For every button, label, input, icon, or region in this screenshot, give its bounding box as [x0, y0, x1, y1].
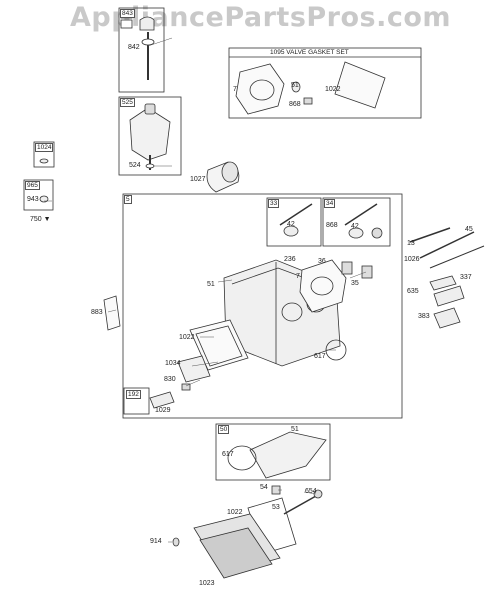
label-236: 236 [284, 256, 296, 263]
label-45: 45 [465, 226, 473, 233]
label-524: 524 [129, 162, 141, 169]
label-1023: 1023 [199, 580, 215, 587]
label-617-head: 617 [314, 353, 326, 360]
part-965-box [23, 179, 54, 211]
label-53: 53 [272, 504, 280, 511]
label-617-intake: 617 [222, 451, 234, 458]
label-1022-cover: 1022 [227, 509, 243, 516]
label-33: 33 [268, 199, 280, 208]
label-965: 965 [25, 181, 40, 190]
part-1024-box [33, 141, 55, 168]
label-868-b: 868 [326, 222, 338, 229]
label-42-b: 42 [351, 223, 359, 230]
label-843: 843 [120, 9, 135, 18]
label-51-head: 51 [207, 281, 215, 288]
label-525: 525 [120, 98, 135, 107]
drop-marker-icon: ▼ [43, 216, 51, 223]
label-51-intake: 51 [291, 426, 299, 433]
label-1027: 1027 [190, 176, 206, 183]
label-5: 5 [124, 195, 132, 204]
label-750-text: 750 [30, 216, 42, 223]
label-750: 750 ▼ [30, 216, 51, 224]
label-35: 35 [351, 280, 359, 287]
label-914: 914 [150, 538, 162, 545]
label-7-kit: 7 [233, 86, 237, 93]
dipstick-assembly-box [118, 7, 165, 93]
label-50: 50 [218, 425, 230, 434]
label-868-kit: 868 [289, 101, 301, 108]
intake-manifold-box [215, 423, 331, 481]
valve-gasket-set-box [228, 47, 422, 119]
label-383: 383 [418, 313, 430, 320]
label-883: 883 [91, 309, 103, 316]
label-1022-kit: 1022 [325, 86, 341, 93]
label-51-kit: 51 [291, 82, 299, 89]
label-54: 54 [260, 484, 268, 491]
part-192-box [123, 387, 150, 415]
valve-gasket-set-title: 1095 VALVE GASKET SET [270, 49, 349, 56]
label-337: 337 [460, 274, 472, 281]
label-1029: 1029 [155, 407, 171, 414]
label-1022-head: 1022 [179, 334, 195, 341]
label-943: 943 [27, 196, 39, 203]
part-33-box [266, 197, 322, 247]
label-842: 842 [128, 44, 140, 51]
dipstick-tube-box [118, 96, 182, 176]
label-36: 36 [318, 258, 326, 265]
label-42-a: 42 [287, 221, 295, 228]
label-34: 34 [324, 199, 336, 208]
label-635: 635 [407, 288, 419, 295]
part-34-box [322, 197, 391, 247]
label-654: 654 [305, 488, 317, 495]
cylinder-head-box [122, 193, 403, 419]
label-7-head: 7 [296, 273, 300, 280]
label-192: 192 [126, 390, 141, 399]
label-1026: 1026 [404, 256, 420, 263]
label-1024: 1024 [35, 143, 54, 152]
label-1034: 1034 [165, 360, 181, 367]
label-830: 830 [164, 376, 176, 383]
label-13: 13 [407, 240, 415, 247]
